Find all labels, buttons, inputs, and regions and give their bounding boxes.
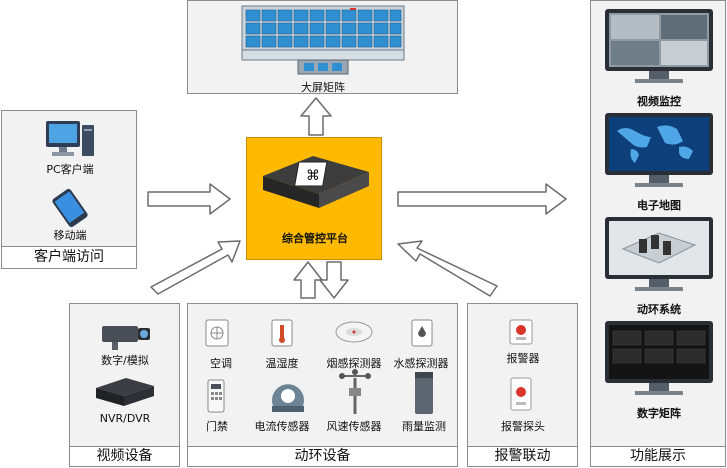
- alarm-panel: 报警器 报警探头 报警联动: [467, 303, 578, 467]
- monitor-matrix: [603, 319, 715, 397]
- water-sensor-icon: [411, 319, 433, 347]
- alarm-probe-icon: [510, 377, 532, 411]
- server-icon: ⌘: [263, 156, 369, 208]
- env-item-label: 水感探测器: [393, 357, 449, 370]
- env-devices-title: 动环设备: [188, 446, 457, 466]
- arrow-center-to-functions: [397, 183, 567, 215]
- big-screen-label: 大屏矩阵: [301, 81, 345, 94]
- env-item-label: 门禁: [206, 420, 228, 433]
- monitor-video: [603, 7, 715, 85]
- arrow-env-down: [319, 261, 349, 299]
- video-devices-panel: 数字/模拟 NVR/DVR 视频设备: [69, 303, 180, 467]
- arrow-client-to-center: [147, 183, 231, 215]
- client-access-panel: PC客户端 移动端 客户端访问: [1, 110, 137, 269]
- current-sensor-icon: [272, 384, 304, 412]
- monitor-icon: [605, 113, 713, 187]
- ac-icon: [205, 319, 229, 347]
- central-platform-box: ⌘ 综合管控平台: [246, 137, 382, 260]
- monitor-icon: [605, 217, 713, 291]
- door-access-icon: [207, 379, 225, 413]
- function-map-label: 电子地图: [637, 199, 681, 212]
- functions-panel: 视频监控 电子地图 动环系统 数字矩阵 功能展示: [590, 0, 726, 467]
- big-screen-panel: 大屏矩阵: [187, 0, 458, 94]
- arrow-video-to-center: [150, 240, 241, 295]
- mobile-icon: [52, 189, 88, 227]
- env-item-label: 温湿度: [265, 357, 299, 370]
- wind-sensor-icon: [339, 369, 371, 414]
- pc-icon: [46, 121, 94, 156]
- function-matrix-label: 数字矩阵: [637, 407, 681, 420]
- env-item-label: 风速传感器: [326, 420, 382, 433]
- smoke-detector-icon: [335, 321, 373, 343]
- env-devices-panel: 空调 温湿度 烟感探测器 水感探测器 门禁 电流传感器 风速传感器 雨量监测 动…: [187, 303, 458, 467]
- function-env-label: 动环系统: [637, 303, 681, 316]
- monitor-map: [603, 111, 715, 189]
- mobile-label: 移动端: [53, 229, 87, 242]
- pc-client-label: PC客户端: [46, 163, 94, 176]
- arrow-env-up: [293, 261, 323, 299]
- env-item-label: 雨量监测: [402, 420, 446, 433]
- video-item-label: 数字/模拟: [101, 354, 149, 367]
- env-item-label: 电流传感器: [254, 420, 310, 433]
- camera-icon: [102, 326, 150, 350]
- monitor-env: [603, 215, 715, 293]
- alarm-item-label: 报警探头: [501, 420, 545, 433]
- arrow-alarm-to-center: [397, 240, 498, 297]
- env-item-label: 空调: [210, 357, 232, 370]
- monitor-icon: [605, 9, 713, 83]
- alarm-item-label: 报警器: [506, 352, 540, 365]
- env-item-label: 烟感探测器: [326, 357, 382, 370]
- video-wall-icon: [241, 5, 405, 75]
- alarm-icon: [509, 319, 533, 345]
- svg-text:⌘: ⌘: [306, 168, 320, 184]
- thermometer-icon: [271, 319, 293, 347]
- video-devices-title: 视频设备: [70, 446, 179, 466]
- central-platform-label: 综合管控平台: [282, 232, 348, 245]
- monitor-icon: [605, 321, 713, 395]
- client-access-title: 客户端访问: [2, 246, 136, 268]
- functions-title: 功能展示: [591, 446, 725, 466]
- arrow-to-big-screen: [300, 97, 332, 136]
- nvr-icon: [96, 378, 154, 406]
- function-video-label: 视频监控: [637, 95, 681, 108]
- rain-gauge-icon: [415, 372, 433, 414]
- video-item-label: NVR/DVR: [99, 412, 151, 425]
- alarm-title: 报警联动: [468, 446, 577, 466]
